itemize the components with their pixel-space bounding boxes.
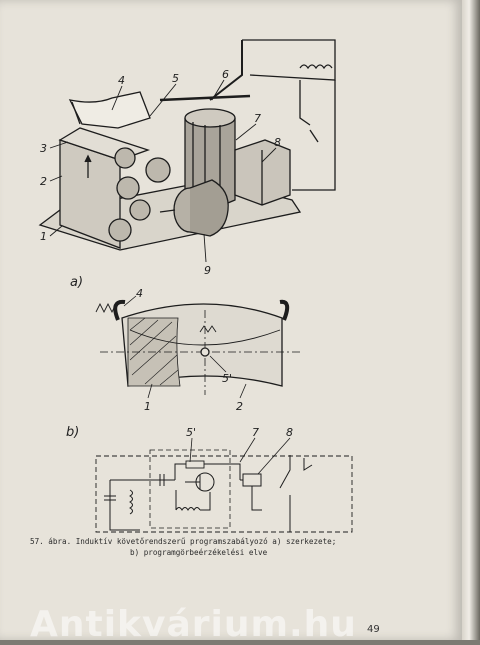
label-a-5: 5 xyxy=(172,72,179,85)
label-a-1: 1 xyxy=(40,230,47,243)
watermark: Antikvárium.hu xyxy=(30,604,357,645)
caption-line-2: b) programgörbeérzékelési elve xyxy=(130,548,268,557)
page-edge xyxy=(462,0,480,640)
label-a-9: 9 xyxy=(204,264,211,277)
label-c-8: 8 xyxy=(286,426,293,439)
page-number: 49 xyxy=(367,624,380,635)
label-a-3: 3 xyxy=(40,142,47,155)
label-c-7: 7 xyxy=(252,426,259,439)
label-b-1: 1 xyxy=(144,400,151,413)
label-b-4: 4 xyxy=(136,287,143,300)
label-c-5prime: 5' xyxy=(186,426,196,439)
label-a-8: 8 xyxy=(274,136,281,149)
label-a-4: 4 xyxy=(118,74,125,87)
machine-drawing xyxy=(38,39,336,251)
label-a-2: 2 xyxy=(40,175,47,188)
panel-b-label: b) xyxy=(66,425,79,440)
label-b-2: 2 xyxy=(236,400,243,413)
circuit-drawing xyxy=(95,449,353,533)
label-a-7: 7 xyxy=(254,112,261,125)
caption-line-1: 57. ábra. Induktív követőrendszerű progr… xyxy=(30,537,337,546)
label-a-6: 6 xyxy=(222,68,229,81)
panel-a-label: a) xyxy=(70,275,83,290)
label-b-5prime: 5' xyxy=(222,372,232,385)
figure-caption: 57. ábra. Induktív követőrendszerű progr… xyxy=(30,536,360,558)
figure-57: 1 2 3 4 5 6 7 8 9 a) 4 5' 1 2 b) 5' 7 8 xyxy=(38,39,353,533)
sensing-principle-drawing xyxy=(95,295,300,399)
